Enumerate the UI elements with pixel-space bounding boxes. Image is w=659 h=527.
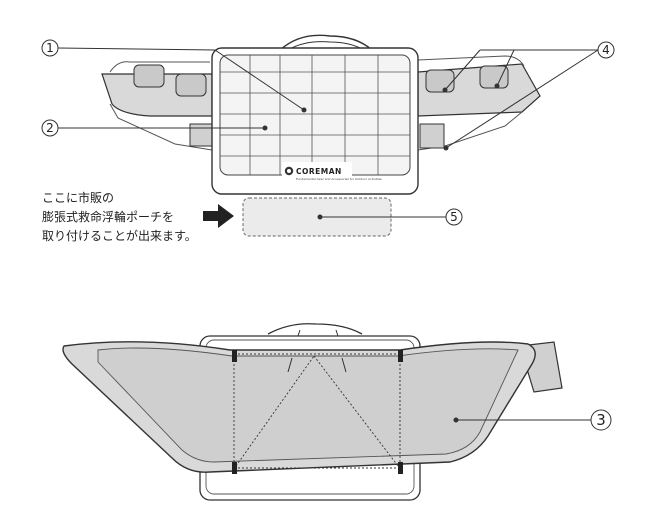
- front-panel-grid: [220, 55, 410, 175]
- right-strap-loop: [425, 69, 455, 93]
- stitch-tabs: [232, 350, 403, 474]
- top-handle: [279, 34, 373, 51]
- left-strap-loop: [133, 64, 165, 88]
- top-handle-inner: [287, 41, 365, 51]
- brand-name: COREMAN: [296, 167, 342, 176]
- top-view-bag: COREMAN Fundamental Gear and Accessories…: [101, 34, 541, 195]
- callout-4-marker: [597, 41, 615, 59]
- pouch-note-line-2: 膨張式救命浮輪ポーチを: [42, 209, 174, 224]
- bottom-view-bag: [62, 323, 563, 501]
- brand-tagline: Fundamental Gear and Accessories for Out…: [296, 177, 382, 181]
- pouch-attachment-area: [242, 197, 392, 237]
- callout-3-label: 3: [596, 411, 606, 429]
- pouch-note-line-1: ここに市販の: [42, 190, 114, 205]
- callout-3-marker: [590, 409, 612, 431]
- left-strap-loop: [175, 73, 207, 97]
- callout-5-label: 5: [450, 210, 458, 224]
- pouch-note: ここに市販の 膨張式救命浮輪ポーチを 取り付けることが出来ます。: [42, 190, 197, 243]
- callout-2-label: 2: [46, 121, 54, 135]
- left-strap-outline: [109, 61, 213, 151]
- right-strap-loop: [479, 65, 509, 89]
- brand-label-patch: [282, 162, 352, 182]
- left-side-buckle: [189, 123, 213, 147]
- stitching: [233, 353, 401, 469]
- callout-2-marker: [41, 119, 59, 137]
- callout-1-marker: [41, 39, 59, 57]
- right-side-buckle: [419, 123, 445, 149]
- top-handle: [267, 323, 363, 335]
- callout-5-marker: [445, 208, 463, 226]
- pouch-note-line-3: 取り付けることが出来ます。: [42, 228, 197, 243]
- pointing-arrow-icon: [203, 204, 234, 228]
- callout-4-label: 4: [602, 43, 610, 57]
- callout-1-label: 1: [46, 41, 54, 55]
